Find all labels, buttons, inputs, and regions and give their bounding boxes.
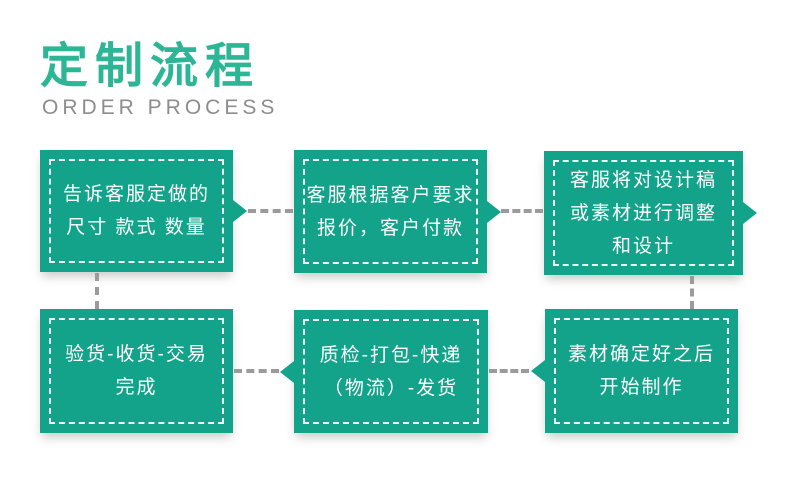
flow-step-2: 客服根据客户要求 报价，客户付款 bbox=[294, 150, 501, 273]
dashed-connector-step6-step5 bbox=[489, 369, 529, 373]
flow-step-2-text: 客服根据客户要求 报价，客户付款 bbox=[306, 184, 475, 239]
dashed-connector-step3-step6-vertical bbox=[690, 276, 694, 309]
arrow-right-icon bbox=[487, 200, 501, 223]
flow-step-4-text: 验货-收货-交易 完成 bbox=[65, 344, 208, 398]
page-subtitle: ORDER PROCESS bbox=[42, 96, 279, 119]
dashed-connector-step1-step2 bbox=[248, 209, 293, 213]
dashed-connector-step1-step4-vertical bbox=[95, 273, 99, 309]
flow-step-6-text: 素材确定好之后 开始制作 bbox=[567, 344, 715, 398]
arrow-right-icon bbox=[233, 200, 247, 222]
flow-step-5: 质检-打包-快递 （物流）-发货 bbox=[280, 310, 488, 433]
flow-step-6: 素材确定好之后 开始制作 bbox=[531, 309, 738, 433]
dashed-connector-step5-step4 bbox=[234, 369, 279, 373]
flow-step-3-text: 客服将对设计稿 或素材进行调整 和设计 bbox=[569, 169, 717, 257]
arrow-left-icon bbox=[531, 360, 545, 382]
flow-step-1: 告诉客服定做的 尺寸 款式 数量 bbox=[40, 150, 247, 272]
flow-step-1-text: 告诉客服定做的 尺寸 款式 数量 bbox=[62, 184, 210, 238]
flow-step-3: 客服将对设计稿 或素材进行调整 和设计 bbox=[544, 151, 757, 275]
arrow-right-icon bbox=[743, 202, 757, 224]
arrow-left-icon bbox=[280, 360, 294, 383]
dashed-connector-step2-step3 bbox=[501, 209, 543, 213]
flow-step-4: 验货-收货-交易 完成 bbox=[40, 309, 233, 433]
page-title: 定制流程 bbox=[40, 40, 261, 93]
flow-step-5-text: 质检-打包-快递 （物流）-发货 bbox=[319, 344, 463, 399]
